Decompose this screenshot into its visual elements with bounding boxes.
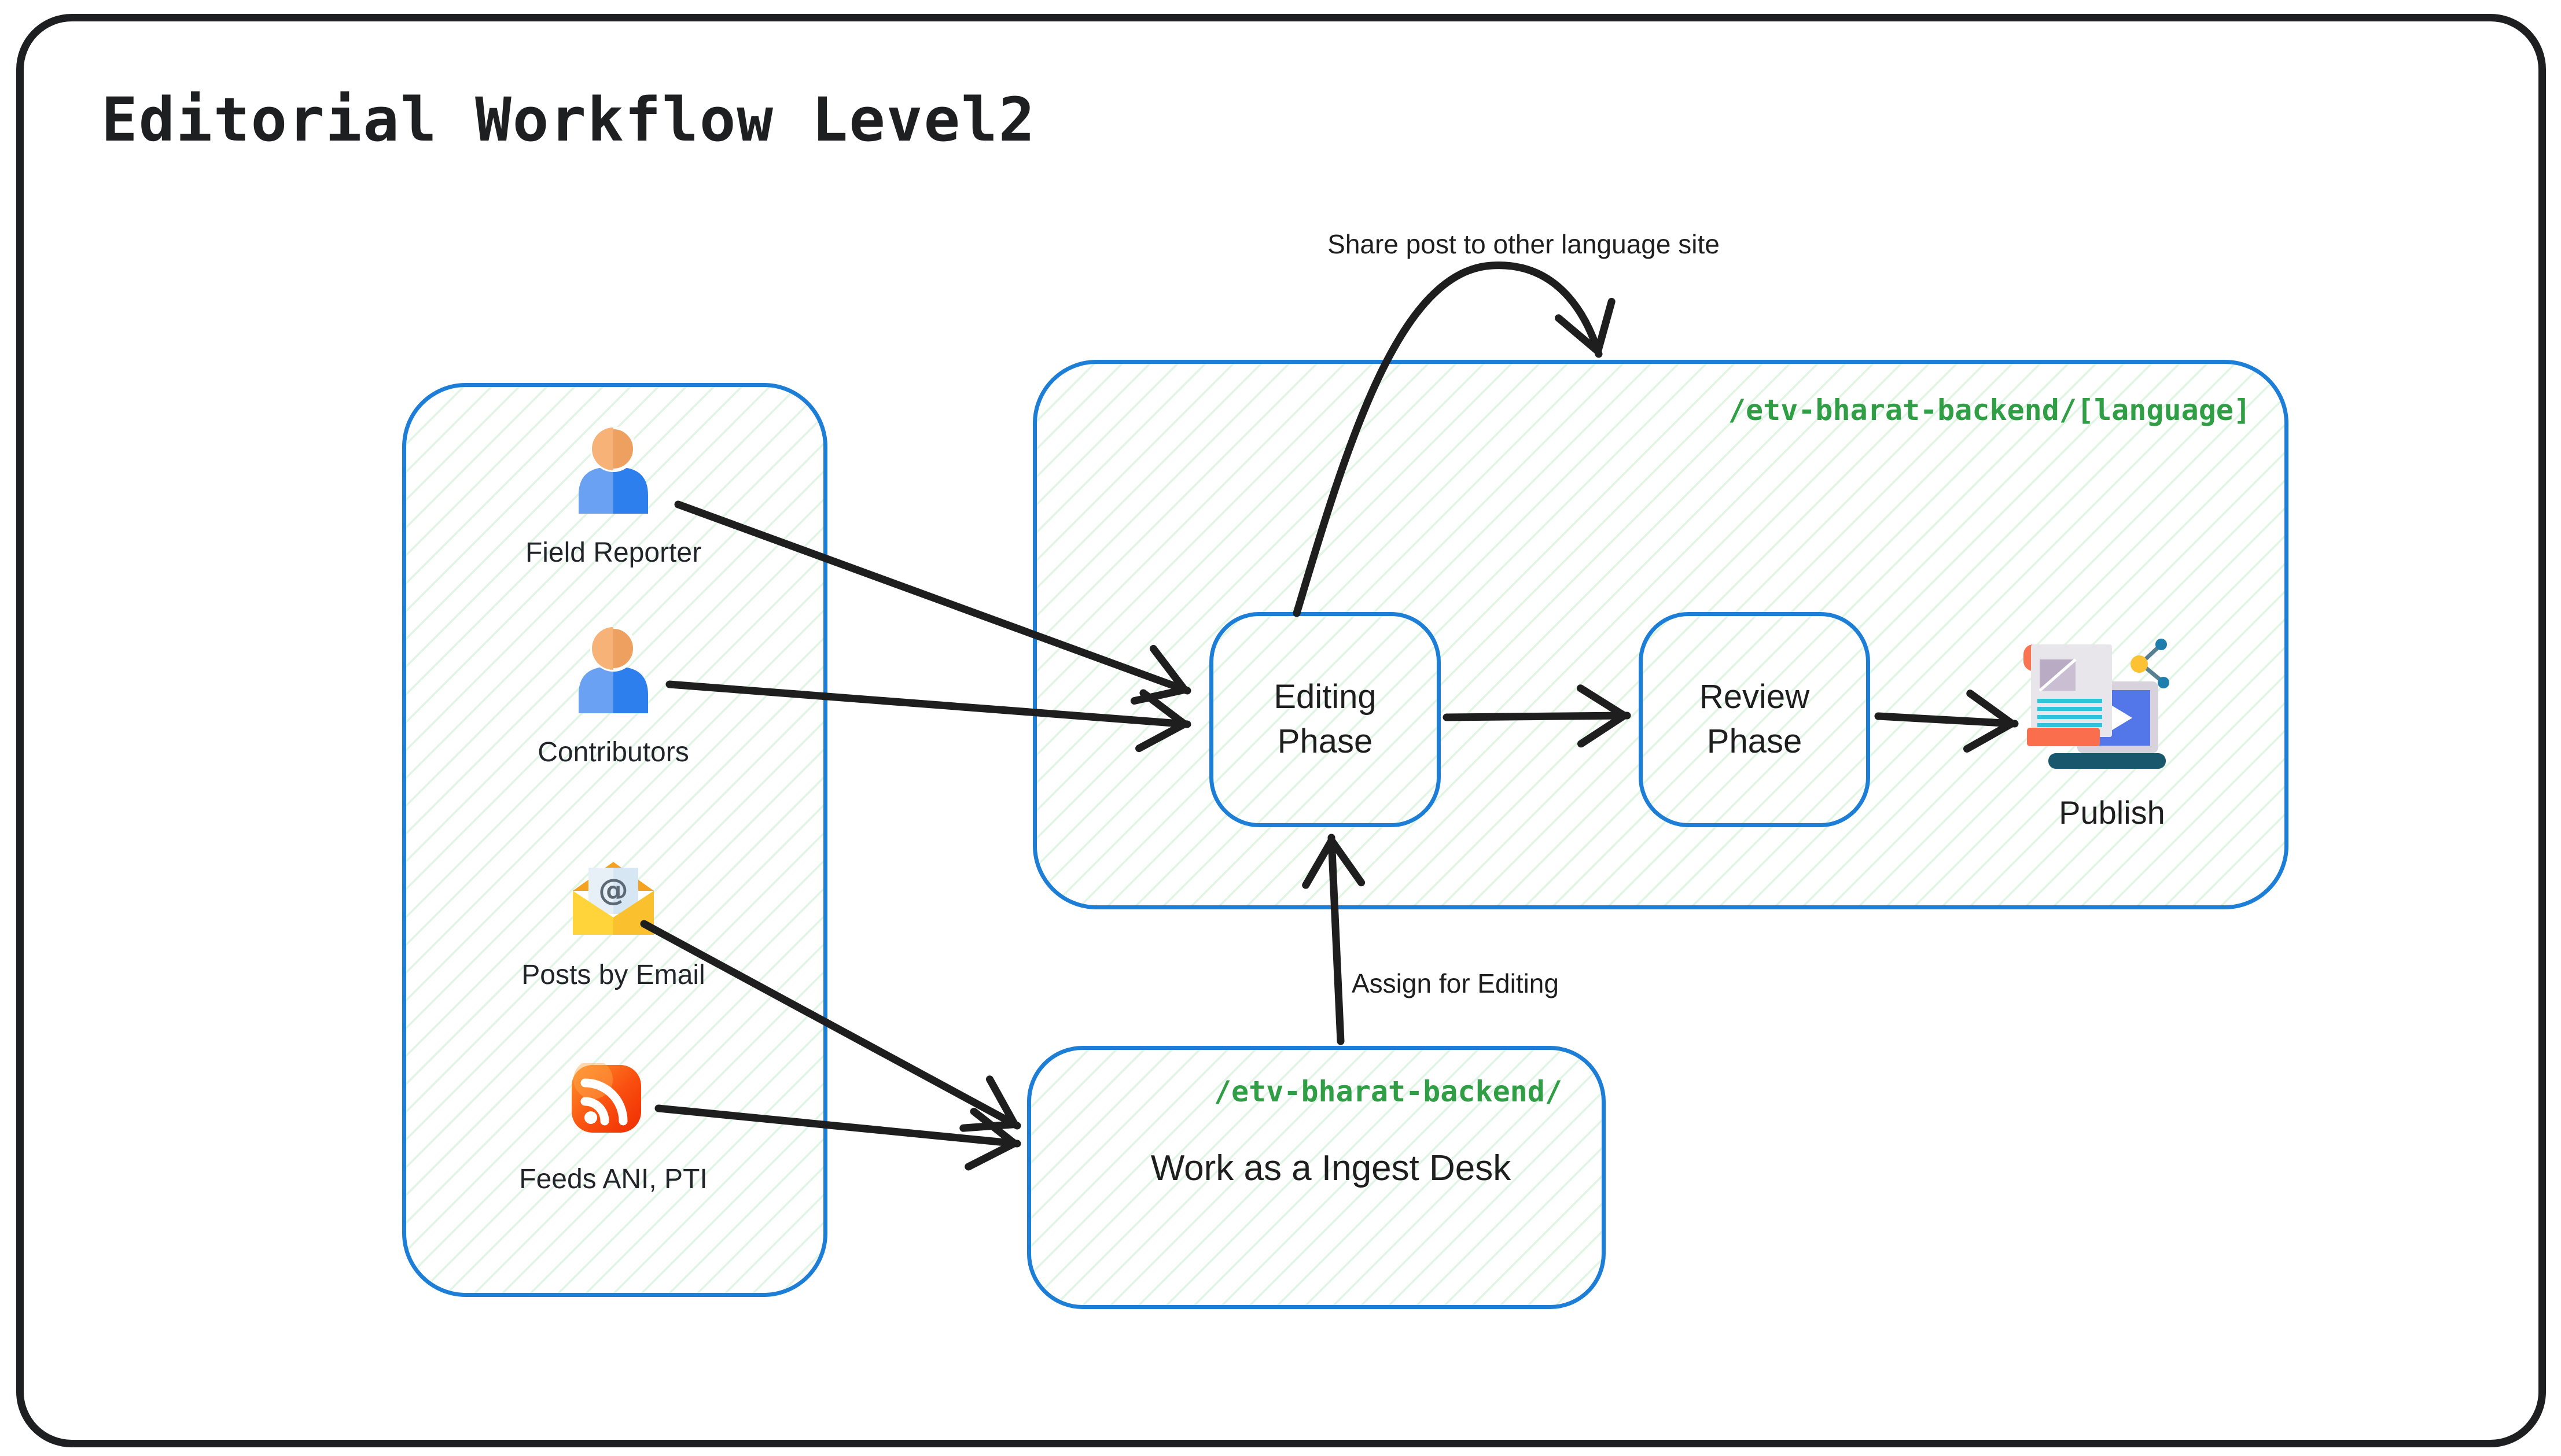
- review-phase-node: Review Phase: [1639, 612, 1870, 827]
- rss-icon: [572, 1063, 641, 1133]
- actor-label: Field Reporter: [525, 537, 702, 568]
- backend-language-path-label: /etv-bharat-backend/[language]: [1728, 393, 2251, 427]
- person-icon: [579, 626, 648, 713]
- person-icon: [579, 427, 648, 514]
- page-title: Editorial Workflow Level2: [101, 84, 1036, 155]
- ingest-desk-label: Work as a Ingest Desk: [1150, 1148, 1511, 1188]
- email-icon: @: [573, 862, 654, 935]
- review-phase-label: Review Phase: [1699, 678, 1810, 760]
- assign-arrow-label: Assign for Editing: [1352, 968, 1559, 998]
- actor-label: Posts by Email: [521, 960, 705, 990]
- publish-label: Publish: [2059, 794, 2165, 831]
- publish-laptop-icon: [2023, 639, 2169, 769]
- ingest-path-label: /etv-bharat-backend/: [1213, 1075, 1562, 1108]
- actors-panel: [402, 383, 827, 1297]
- share-arrow-label: Share post to other language site: [1327, 229, 1720, 259]
- editing-phase-label: Editing Phase: [1274, 678, 1377, 760]
- actor-label: Contributors: [538, 737, 689, 768]
- ingest-desk-box: [1027, 1046, 1606, 1309]
- editing-phase-node: Editing Phase: [1209, 612, 1441, 827]
- svg-text:@: @: [598, 873, 628, 908]
- actor-label: Feeds ANI, PTI: [519, 1164, 708, 1195]
